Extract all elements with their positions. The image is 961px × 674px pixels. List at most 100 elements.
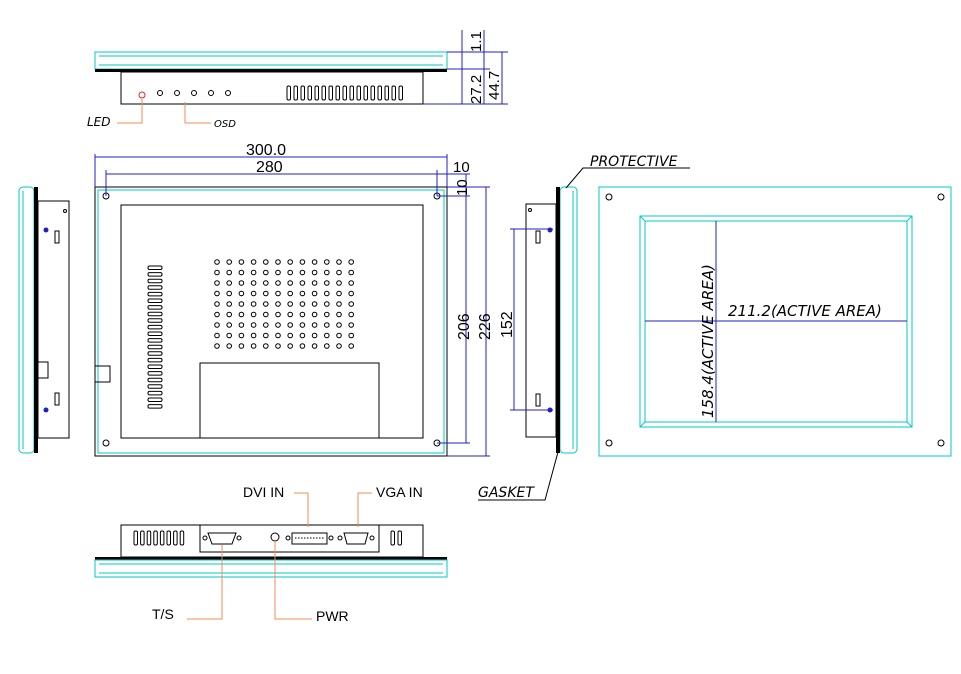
- vent-slot: [363, 85, 368, 101]
- vent-hole: [238, 301, 245, 307]
- vent-hole: [263, 332, 269, 339]
- vent-hole: [250, 269, 257, 276]
- vent-hole: [263, 290, 269, 297]
- vent-hole: [226, 269, 232, 276]
- vent-hole: [324, 290, 330, 297]
- mount-hole-icon: [102, 439, 110, 447]
- pwr-leader: [274, 541, 312, 620]
- gasket-leader: [478, 451, 559, 501]
- vent-hole: [263, 259, 269, 265]
- display-bezel: [598, 186, 952, 457]
- vent-hole: [311, 343, 318, 349]
- vent-hole: [250, 343, 257, 349]
- bottom-view-bezel: [94, 559, 448, 578]
- vent-hole: [336, 332, 342, 339]
- vent-hole: [226, 343, 232, 349]
- vent-slot: [335, 85, 340, 101]
- vent-hole: [336, 269, 342, 276]
- vent-hole: [275, 259, 281, 265]
- vent-hole: [287, 322, 294, 328]
- left-side-housing: [37, 200, 70, 439]
- mount-hole-icon: [605, 439, 613, 447]
- dvi-port-icon: [285, 532, 334, 545]
- vent-hole: [275, 322, 281, 328]
- active-width-label: 211.2(ACTIVE AREA): [728, 302, 882, 320]
- vent-hole: [287, 343, 294, 349]
- vent-slot: [147, 377, 163, 383]
- vent-slot: [147, 298, 163, 303]
- vent-slot: [147, 305, 163, 310]
- vent-hole: [238, 311, 245, 318]
- vent-hole: [275, 343, 281, 349]
- vent-slot: [300, 85, 305, 101]
- vent-hole: [250, 301, 257, 307]
- vent-hole: [287, 332, 294, 339]
- vent-hole: [299, 322, 306, 328]
- mount-hole-icon: [937, 193, 945, 201]
- vent-hole: [324, 259, 330, 265]
- top-view-bezel: [94, 51, 448, 70]
- side-screw-icon: [43, 227, 49, 233]
- vent-hole: [214, 259, 220, 265]
- vent-hole: [214, 280, 220, 286]
- protective-leader: [565, 167, 690, 189]
- vent-hole: [250, 290, 257, 297]
- ts-port-icon: [202, 532, 242, 545]
- top-vent-slots: [286, 85, 403, 101]
- mount-hole-icon: [937, 439, 945, 447]
- vent-hole: [226, 259, 232, 265]
- vent-hole: [263, 301, 269, 307]
- vent-hole: [275, 301, 281, 307]
- vent-hole: [299, 332, 306, 339]
- vent-slot: [133, 530, 138, 546]
- vent-hole: [287, 311, 294, 318]
- vent-hole: [250, 280, 257, 286]
- vent-hole: [214, 311, 220, 318]
- vga-port-icon: [337, 532, 375, 545]
- vent-hole: [226, 332, 232, 339]
- vent-slot: [391, 85, 396, 101]
- vent-hole: [336, 311, 342, 318]
- vent-slot: [147, 318, 163, 323]
- vent-slot: [173, 530, 178, 546]
- vent-hole: [311, 301, 318, 307]
- vent-slot: [349, 85, 354, 101]
- vent-hole: [299, 290, 306, 297]
- vent-hole: [348, 322, 355, 328]
- vent-hole: [263, 269, 269, 276]
- vent-hole: [299, 301, 306, 307]
- vent-hole: [238, 343, 245, 349]
- vent-hole: [214, 332, 220, 339]
- vent-hole: [311, 259, 318, 265]
- vent-hole: [336, 301, 342, 307]
- front-view: 300.0 280 10 10 206 226: [94, 142, 494, 457]
- mount-hole-icon: [605, 193, 613, 201]
- vent-slot: [147, 351, 163, 356]
- bottom-vent-slots-left: [133, 530, 185, 546]
- vent-hole: [287, 269, 294, 276]
- vent-hole: [214, 269, 220, 276]
- vent-slot: [146, 530, 152, 546]
- vent-hole: [263, 280, 269, 286]
- vent-slot: [390, 530, 395, 546]
- led-indicator: [138, 91, 146, 99]
- vent-hole: [299, 343, 306, 349]
- vent-slot: [147, 311, 163, 317]
- vent-hole: [299, 269, 306, 276]
- right-side-housing: [525, 203, 557, 438]
- vent-hole: [311, 280, 318, 286]
- vent-slot: [307, 85, 312, 101]
- vent-slot: [384, 85, 389, 101]
- vent-slot: [147, 384, 163, 389]
- vent-hole: [299, 280, 306, 286]
- dvi-in-label: DVI IN: [243, 484, 284, 500]
- vent-hole: [287, 259, 294, 265]
- vent-hole: [250, 259, 257, 265]
- vent-slot: [147, 357, 163, 363]
- osd-button-icon: [225, 90, 231, 96]
- vent-hole: [275, 290, 281, 297]
- left-side-view: [18, 186, 70, 454]
- vent-hole: [311, 269, 318, 276]
- pwr-jack-icon: [270, 532, 280, 542]
- vent-hole: [311, 332, 318, 339]
